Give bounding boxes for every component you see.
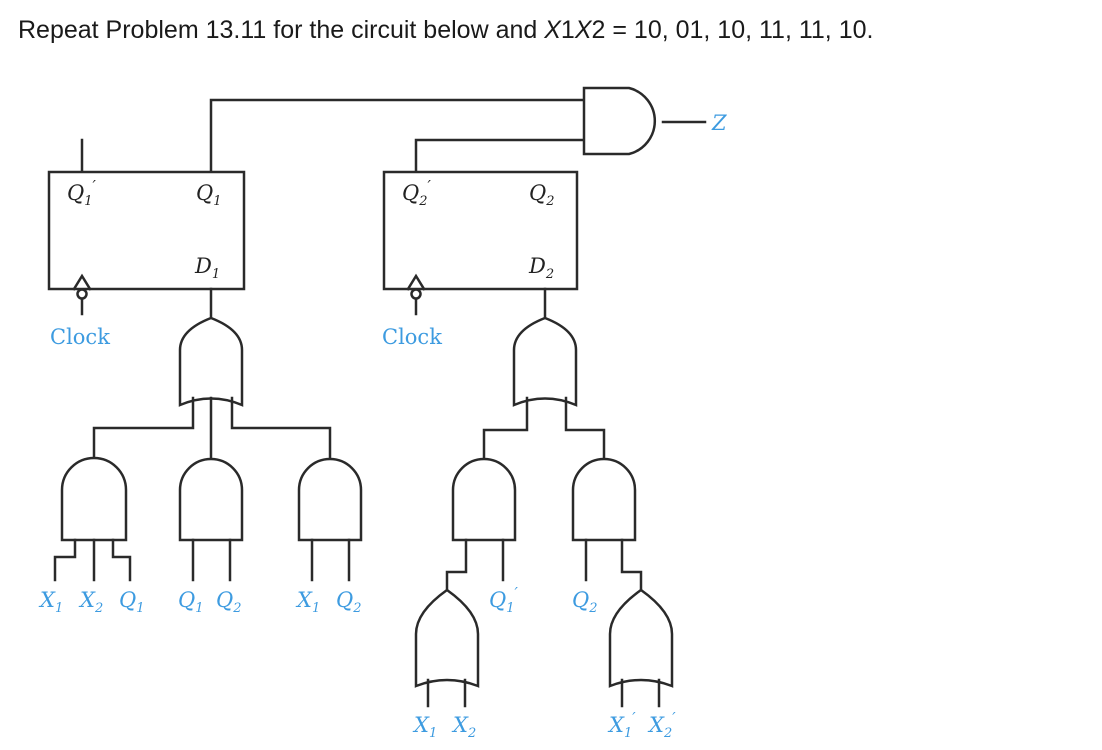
var-x1-letter: X — [544, 16, 561, 44]
or-br-input-x1-bar: X1′ — [607, 709, 636, 741]
and-gate-1 — [60, 456, 128, 542]
ff2-clock-label: Clock — [382, 325, 442, 349]
and2-input-q2: Q2 — [216, 588, 242, 616]
and5-input-wires — [584, 538, 643, 592]
var-x2-letter: X — [574, 16, 592, 44]
or-bottom-left-input-wires — [426, 678, 467, 708]
or-bl-input-x1: X1 — [412, 713, 437, 741]
wire-q1-to-output-and — [209, 98, 586, 174]
ff2-clock-triangle — [406, 273, 426, 291]
and4-input-wires — [445, 538, 505, 592]
or-bl-input-x2: X2 — [451, 713, 476, 741]
and-gate-2 — [178, 457, 244, 542]
and5-input-q2: Q2 — [572, 588, 598, 616]
wire-and5-to-or-d2 — [564, 396, 606, 460]
ff1-clock-label: Clock — [50, 325, 110, 349]
ff2-d-label: D2 — [528, 254, 554, 282]
and-gate-3 — [297, 457, 363, 542]
wire-and3-to-or-d1 — [230, 396, 332, 460]
wire-q2bar-to-output-and — [414, 138, 586, 174]
or-gate-d1 — [178, 316, 244, 407]
and4-input-q1-bar: Q1′ — [489, 584, 519, 616]
ff2-q-label: Q2 — [529, 181, 555, 209]
or-gate-bottom-right — [608, 588, 674, 688]
input-sequence: = 10, 01, 10, 11, 11, 10. — [605, 16, 874, 44]
and1-input-x2: X2 — [78, 588, 103, 616]
and1-input-wires — [53, 538, 132, 582]
ff1-clock-bubble — [76, 288, 88, 300]
and-gate-4 — [451, 457, 517, 542]
or-gate-d2 — [512, 316, 578, 407]
and3-input-wires — [310, 538, 351, 582]
ff1-qbar-label: Q1′ — [67, 177, 97, 209]
wire-and1-to-or-d1 — [92, 396, 195, 460]
or-gate-bottom-left — [414, 588, 480, 688]
or-bottom-right-input-wires — [620, 678, 661, 708]
wire-and4-to-or-d2 — [482, 396, 529, 460]
and1-input-x1: X1 — [38, 588, 63, 616]
flip-flop-2 — [382, 170, 579, 291]
problem-prefix: Repeat Problem 13.11 for the circuit bel… — [18, 16, 545, 44]
var-x1-index: 1 — [560, 16, 575, 44]
ff1-clock-triangle — [72, 273, 92, 291]
or-br-input-x2-bar: X2′ — [647, 709, 676, 741]
flip-flop-1 — [47, 170, 246, 291]
and3-input-q2: Q2 — [336, 588, 362, 616]
and2-input-wires — [191, 538, 232, 582]
output-and-gate — [582, 86, 656, 156]
and-gate-5 — [571, 457, 637, 542]
problem-statement: Repeat Problem 13.11 for the circuit bel… — [18, 16, 1093, 45]
ff1-q-label: Q1 — [196, 181, 222, 209]
output-z-label: Z — [711, 111, 727, 135]
ff2-qbar-label: Q2′ — [402, 177, 432, 209]
ff1-d-label: D1 — [194, 254, 220, 282]
and2-input-q1: Q1 — [178, 588, 204, 616]
and1-input-q1: Q1 — [119, 588, 145, 616]
var-x2-index: 2 — [591, 16, 606, 44]
and3-input-x1: X1 — [295, 588, 320, 616]
ff2-clock-bubble — [410, 288, 422, 300]
